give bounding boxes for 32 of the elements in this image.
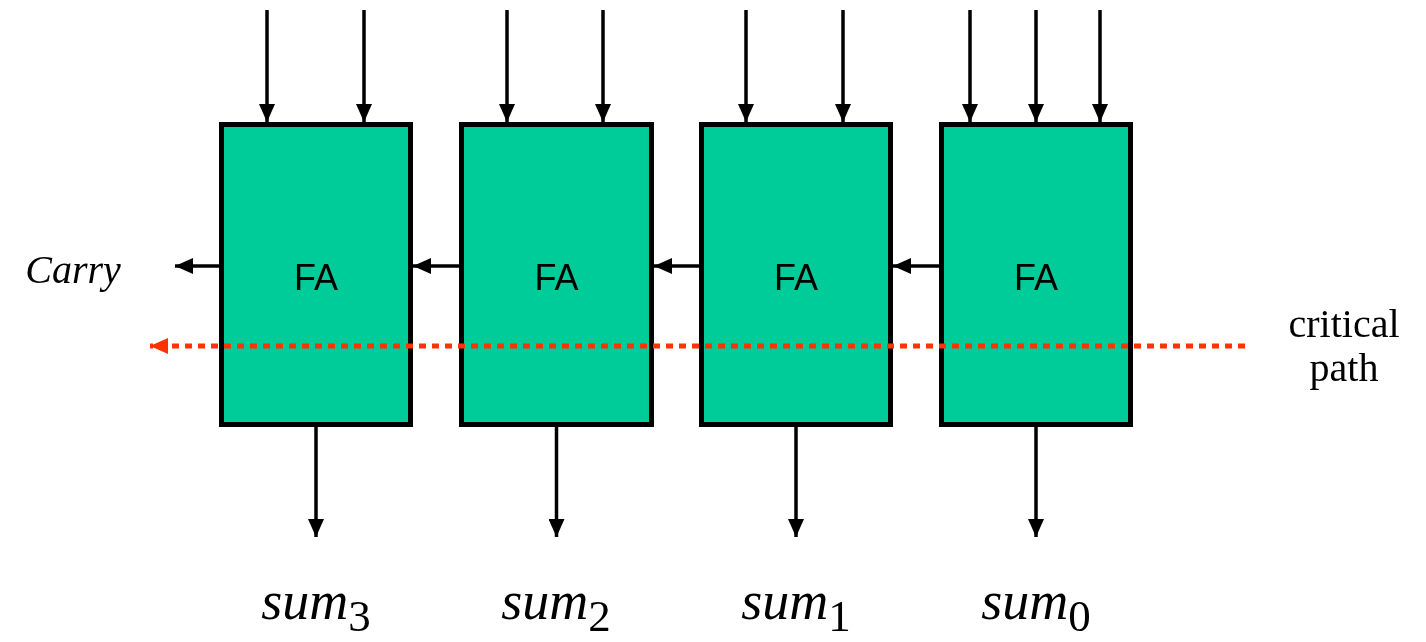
arrow — [595, 10, 611, 122]
sum-label: sum$_{2}$ — [486, 572, 626, 642]
box-label: FA — [534, 257, 579, 299]
arrow — [548, 427, 565, 537]
arrow — [413, 258, 459, 274]
critical-path-label: critical path — [1262, 302, 1426, 398]
arrow — [308, 427, 324, 537]
arrow — [654, 258, 699, 274]
arrow — [356, 10, 372, 122]
arrow — [1028, 10, 1044, 122]
full-adder-box — [219, 122, 413, 427]
arrow — [738, 10, 754, 122]
arrow — [788, 427, 804, 537]
arrow — [1028, 427, 1044, 537]
arrow — [893, 258, 939, 274]
arrow — [1092, 10, 1108, 122]
arrow — [962, 10, 978, 122]
sum-label: sum$_{3}$ — [246, 572, 386, 642]
box-label: FA — [774, 257, 818, 299]
full-adder-box — [939, 122, 1133, 427]
box-label: FA — [1014, 257, 1058, 299]
full-adder-box — [459, 122, 654, 427]
arrow — [175, 258, 219, 274]
dotted-arrow — [150, 338, 1245, 354]
arrow — [499, 10, 515, 122]
arrow — [259, 10, 275, 122]
sum-label: sum$_{1}$ — [726, 572, 866, 642]
carry-label: Carry — [12, 248, 134, 294]
box-label: FA — [294, 257, 338, 299]
full-adder-box — [699, 122, 893, 427]
sum-label: sum$_{0}$ — [966, 572, 1106, 642]
arrow — [835, 10, 851, 122]
